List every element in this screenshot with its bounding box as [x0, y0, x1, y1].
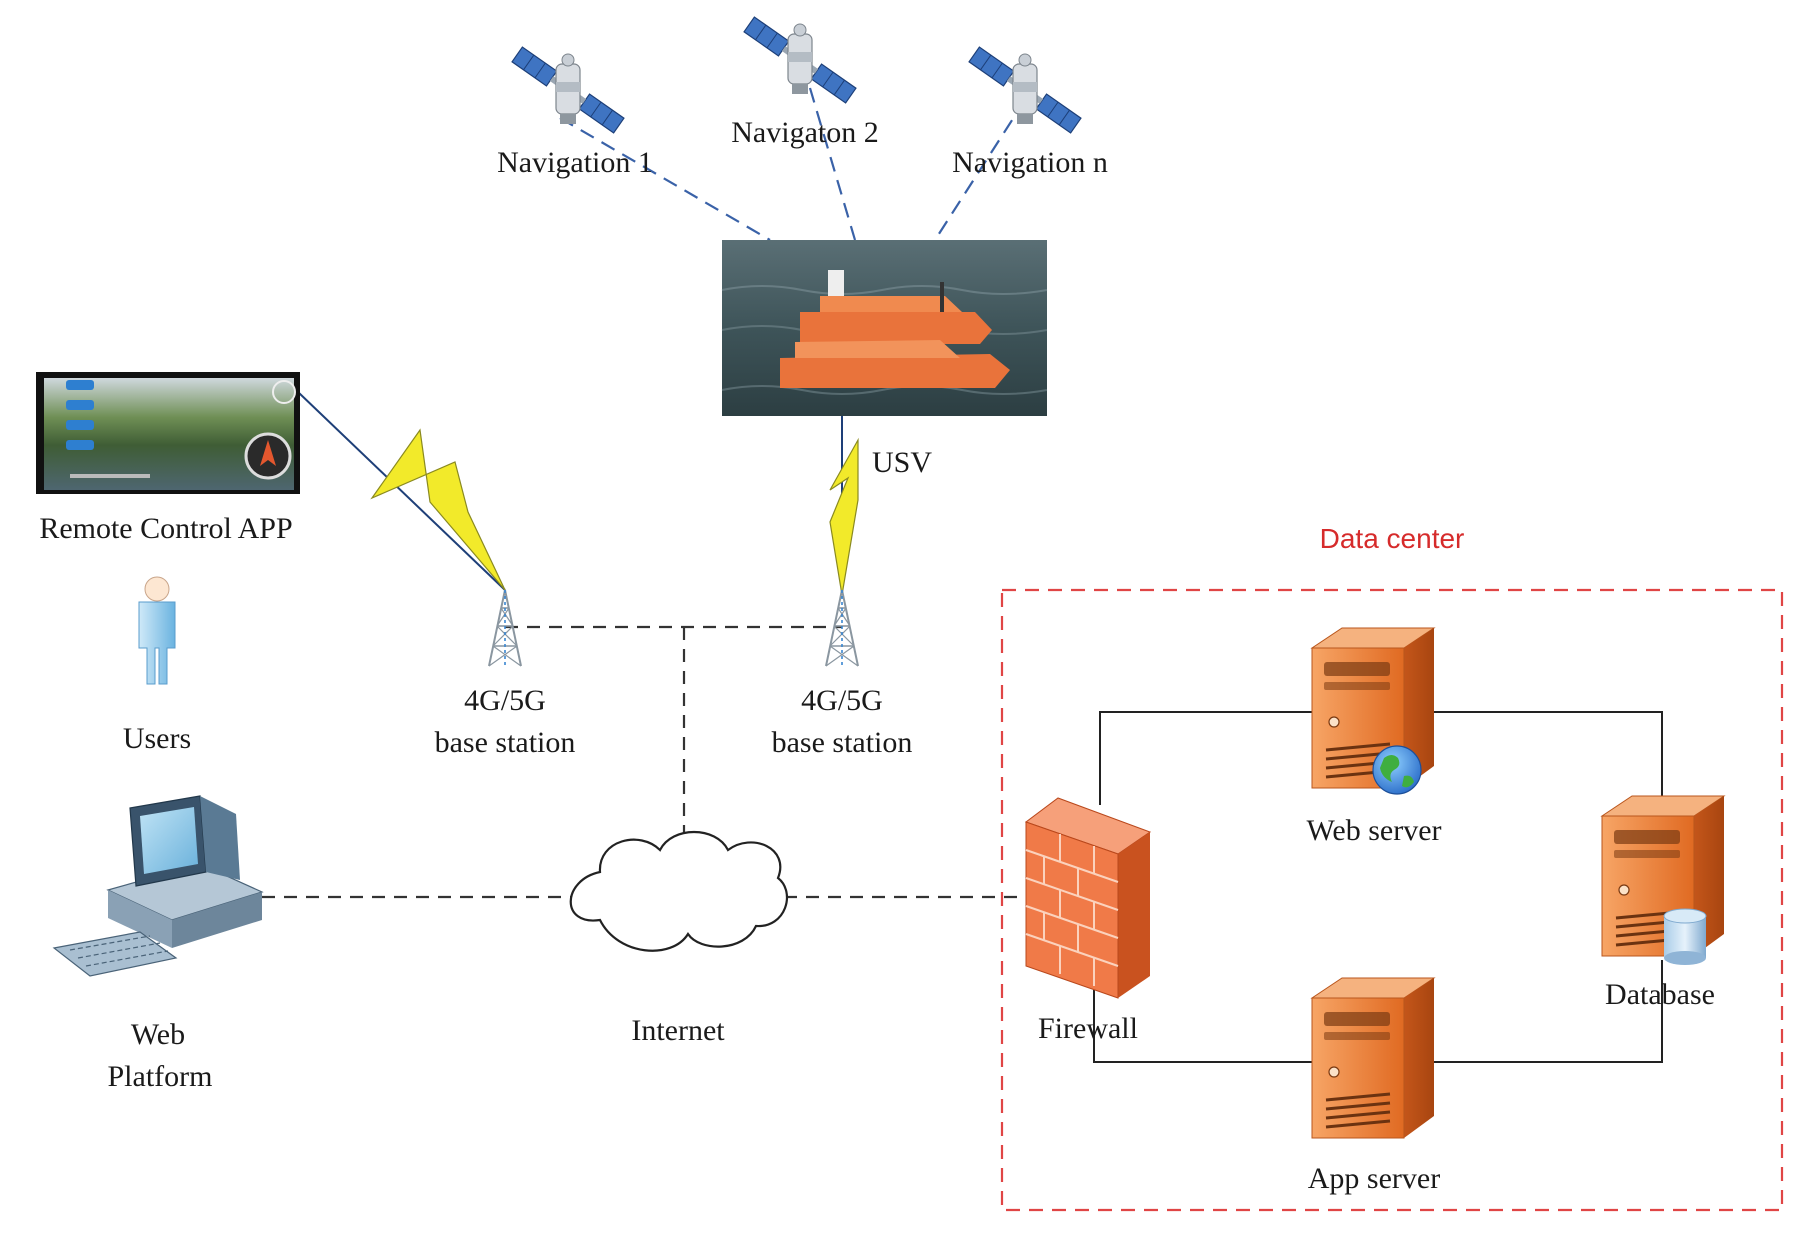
usv-label: USV — [872, 446, 932, 479]
satellite-label: Navigaton 2 — [731, 116, 878, 149]
web-server-label: Web server — [1306, 814, 1441, 847]
base-station-label-line2: base station — [435, 726, 576, 759]
app-server-icon — [1310, 976, 1436, 1140]
data-center-boundary — [1000, 588, 1784, 1212]
computer-icon — [52, 795, 264, 977]
user-person-icon — [138, 576, 176, 685]
wired-links — [262, 625, 1092, 899]
remote-control-app-screen — [36, 372, 300, 494]
web-platform-label-line1: Web — [131, 1018, 185, 1051]
satellite-label: Navigation 1 — [497, 146, 653, 179]
base-station-label-line1: 4G/5G — [464, 684, 546, 717]
globe-icon — [1372, 745, 1422, 795]
database-cylinder-icon — [1663, 908, 1707, 965]
satellite-icon — [743, 16, 857, 104]
datacenter-links — [1093, 711, 1663, 1063]
firewall-icon — [1024, 797, 1152, 999]
usv-photo — [721, 240, 1048, 416]
internet-label: Internet — [631, 1014, 725, 1047]
base-station-label-line1: 4G/5G — [801, 684, 883, 717]
internet-cloud-icon — [569, 830, 788, 952]
cell-tower-icon — [825, 589, 859, 667]
satellite-icon — [968, 46, 1082, 134]
web-platform-label-line2: Platform — [108, 1060, 213, 1093]
remote-app-label: Remote Control APP — [39, 512, 292, 545]
satellite-icon — [511, 46, 625, 134]
data-center-title: Data center — [1320, 523, 1465, 554]
navigation-links — [559, 87, 1026, 241]
base-station-label-line2: base station — [772, 726, 913, 759]
lightning-bolt-icon — [829, 437, 859, 596]
firewall-label: Firewall — [1038, 1012, 1138, 1045]
users-label: Users — [123, 722, 191, 755]
lightning-bolt-icon — [370, 428, 506, 591]
satellite-label: Navigation n — [952, 146, 1108, 179]
app-server-label: App server — [1308, 1162, 1440, 1195]
wireless-links — [297, 391, 859, 596]
database-label: Database — [1605, 978, 1715, 1011]
